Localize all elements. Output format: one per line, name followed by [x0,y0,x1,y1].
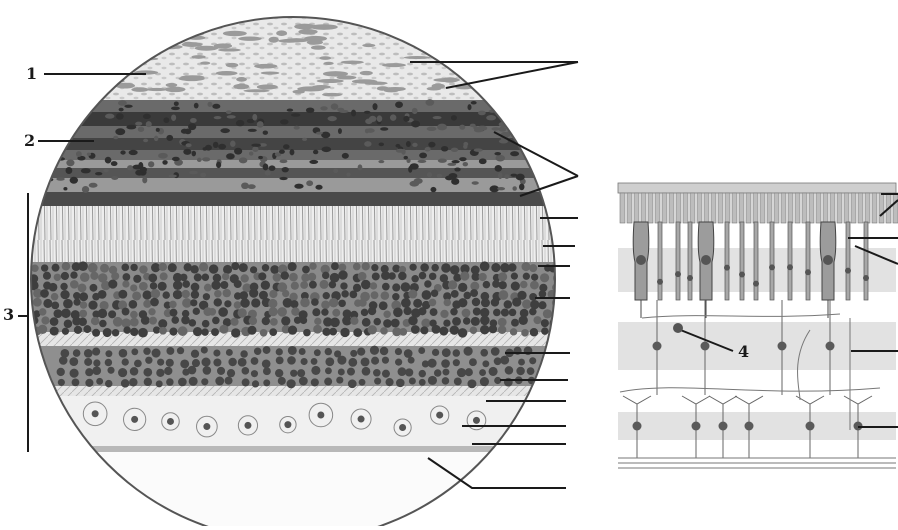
nerve-fiber-layer [30,15,560,100]
callout-1: 1 [26,66,37,82]
callout-2: 2 [24,133,35,149]
callout-4: 4 [738,344,749,360]
highlighted-bipolar-cell [673,323,683,333]
inner-plexiform-layer [30,386,560,396]
schematic-retina [618,183,898,473]
callout-3: 3 [3,307,14,323]
rods-cones-layer [30,206,560,262]
pigment-epithelium [618,183,896,193]
